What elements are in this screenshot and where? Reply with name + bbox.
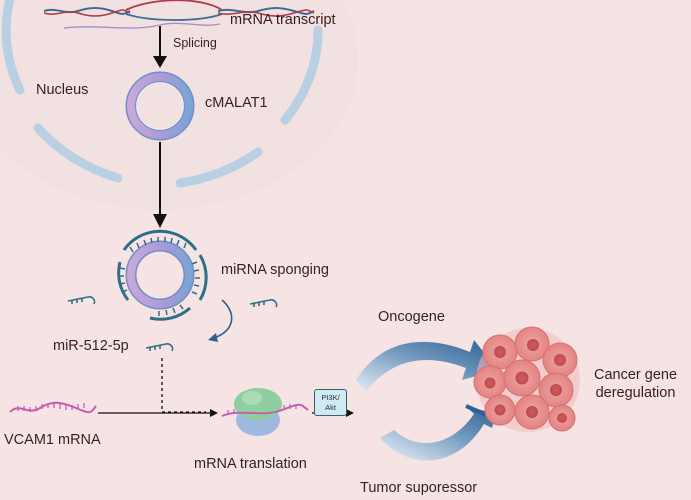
cancer-line2: deregulation (595, 385, 676, 401)
down-arrow-icon (153, 142, 167, 228)
splicing-label: Splicing (173, 36, 217, 50)
oncogene-label: Oncogene (378, 309, 445, 325)
mir-label: miR-512-5p (53, 338, 129, 354)
pi3k-akt-box: PI3K/ Akt (314, 389, 347, 416)
right-arrow-icon (98, 409, 218, 417)
down-arrow-icon (153, 26, 167, 68)
curved-arrow-icon (208, 299, 233, 342)
cmalat1-label: cMALAT1 (205, 95, 268, 111)
sponging-circrna (117, 229, 208, 321)
pre-mrna-transcript (43, 0, 315, 29)
cancer-line1: Cancer gene (594, 367, 678, 383)
nuclear-envelope (1, 0, 323, 188)
dashed-inhibition-icon (161, 358, 206, 413)
tumor-suppressor-label: Tumor suporessor (360, 480, 478, 496)
cmalat1-circrna (125, 71, 195, 141)
translation-label: mRNA translation (194, 456, 307, 472)
vcam1-label: VCAM1 mRNA (4, 432, 101, 448)
pi3k-line2: Akt (325, 403, 336, 412)
cancer-deregulation-label: Cancer gene deregulation (594, 366, 677, 402)
ribosome (221, 388, 309, 436)
mirna-sponging-label: miRNA sponging (221, 262, 329, 278)
tumor-suppressor-arrow (380, 404, 499, 461)
nucleus (0, 0, 358, 210)
tumor-cell-cluster (473, 326, 580, 432)
oncogene-arrow (356, 340, 498, 392)
pi3k-line1: PI3K/ (321, 393, 340, 402)
nucleus-label: Nucleus (36, 82, 89, 98)
mrna-transcript-label: mRNA transcript (230, 12, 336, 28)
mirna-free (67, 296, 278, 352)
vcam1-mrna (9, 401, 97, 414)
